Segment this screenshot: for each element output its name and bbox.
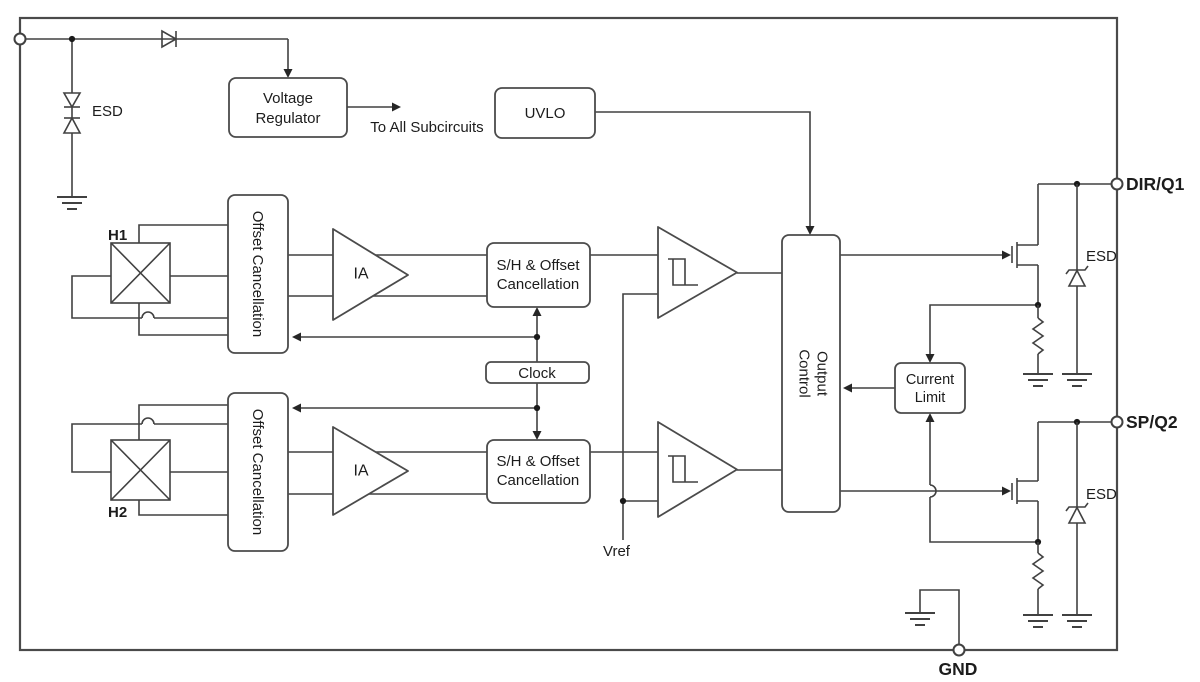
wire-hop — [141, 417, 155, 425]
offset-cancellation-block-1 — [227, 194, 289, 354]
dir-q1-pin — [1110, 177, 1124, 191]
uvlo-label: UVLO — [525, 105, 566, 122]
esd-label-output1: ESD — [1086, 248, 1117, 265]
pulldown-resistor-icon — [1031, 317, 1045, 355]
ia-amplifier-2 — [332, 426, 409, 516]
sh-offset-label-1-line2: Cancellation — [497, 276, 580, 293]
sh-offset-block-2 — [486, 439, 591, 504]
gnd-pin-label: GND — [939, 659, 978, 679]
h1-label: H1 — [108, 227, 127, 244]
pulldown-resistor-icon — [1031, 552, 1045, 590]
gnd-network — [905, 589, 960, 644]
ground-symbol — [1023, 614, 1053, 628]
voltage-regulator-output — [347, 102, 401, 112]
output1-network — [1023, 180, 1112, 387]
ground-symbol — [1062, 614, 1092, 628]
chip-border — [18, 16, 1119, 652]
sh-offset-label-2-line2: Cancellation — [497, 472, 580, 489]
ground-symbol — [57, 196, 87, 210]
ia-label-2: IA — [353, 463, 368, 480]
ground-symbol — [1062, 373, 1092, 387]
esd-zener-icon — [1065, 265, 1089, 287]
output-mosfet-1 — [1011, 184, 1039, 305]
sp-q2-pin-label: SP/Q2 — [1126, 412, 1178, 432]
wire-hop — [929, 484, 937, 498]
hysteresis-icon — [672, 259, 698, 286]
sh-offset-block-1 — [486, 242, 591, 308]
h2-label: H2 — [108, 504, 127, 521]
current-limit-label-line1: Current — [906, 372, 954, 388]
to-all-subcircuits-label: To All Subcircuits — [370, 119, 483, 136]
output-control-label: Output Control — [796, 349, 831, 397]
clock-wiring — [292, 307, 542, 440]
voltage-regulator-label-line2: Regulator — [255, 110, 320, 127]
sh-offset-label-2-line1: S/H & Offset — [496, 453, 580, 470]
esd-zener-icon — [1065, 502, 1089, 524]
uvlo-to-output-control-wire — [595, 111, 815, 235]
series-diode-icon — [161, 29, 178, 49]
output-control-label-line1: Output — [814, 351, 831, 397]
gnd-pin — [952, 643, 966, 657]
offset-cancellation-block-2 — [227, 392, 289, 552]
uvlo-block — [494, 87, 596, 139]
clock-block — [485, 361, 590, 384]
channel1-signal-wires — [288, 254, 782, 297]
comparator-2 — [657, 421, 738, 518]
sp-q2-pin — [1110, 415, 1124, 429]
ia-label-1: IA — [353, 266, 368, 283]
dir-q1-pin-label: DIR/Q1 — [1126, 174, 1185, 194]
vref-label: Vref — [603, 543, 631, 560]
esd-label-input: ESD — [92, 103, 123, 120]
current-limit-block — [894, 362, 966, 414]
hall-element-h2 — [110, 439, 171, 501]
offset-cancellation-label-1: Offset Cancellation — [249, 211, 266, 337]
ground-symbol — [1023, 373, 1053, 387]
clock-label: Clock — [518, 365, 556, 382]
arrow-into-voltage-regulator — [283, 69, 293, 78]
offset-cancellation-label-2: Offset Cancellation — [249, 409, 266, 535]
voltage-regulator-block — [228, 77, 348, 138]
wire-hop — [141, 311, 155, 319]
comparator-1 — [657, 226, 738, 319]
supply-pin — [13, 32, 27, 46]
hall-element-h1 — [110, 242, 171, 304]
ia-amplifier-1 — [332, 228, 409, 321]
hall2-wiring — [71, 404, 228, 516]
hall1-wiring — [71, 224, 228, 336]
vref-wiring — [619, 293, 658, 540]
gate-drive-wires — [840, 250, 1011, 496]
hysteresis-icon — [672, 456, 698, 483]
output-mosfet-2 — [1011, 422, 1039, 542]
junction-dot — [68, 35, 76, 43]
output2-network — [1023, 418, 1112, 628]
supply-rail — [25, 29, 293, 210]
channel2-signal-wires — [288, 451, 782, 495]
sh-offset-label-1-line1: S/H & Offset — [496, 257, 580, 274]
output-control-label-line2: Control — [796, 349, 813, 397]
esd-clamp-icon — [62, 39, 82, 197]
output-control-block — [781, 234, 841, 513]
current-limit-label-line2: Limit — [915, 390, 946, 406]
esd-label-output2: ESD — [1086, 486, 1117, 503]
voltage-regulator-label-line1: Voltage — [263, 90, 313, 107]
ground-symbol — [905, 612, 935, 626]
current-limit-wiring — [843, 304, 1038, 543]
